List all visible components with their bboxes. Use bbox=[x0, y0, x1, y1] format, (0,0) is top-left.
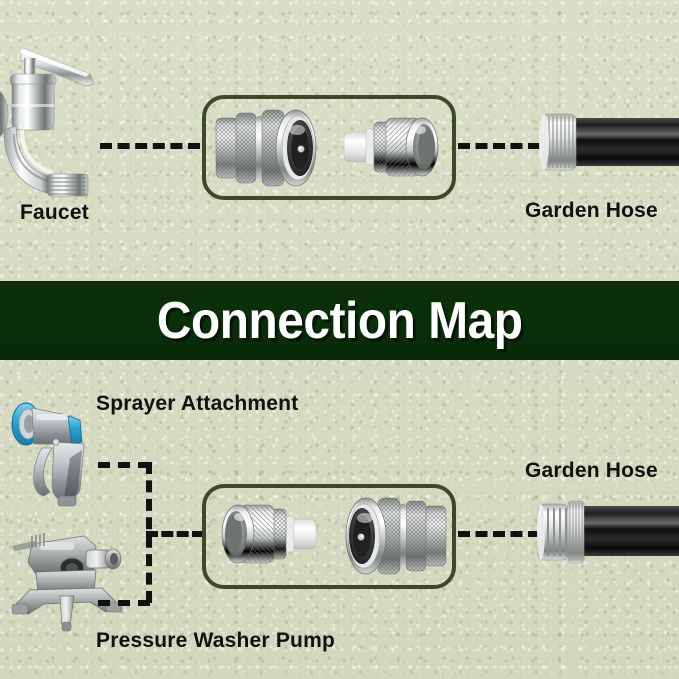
dash-sprayer-branch bbox=[98, 462, 150, 468]
garden-hose-bottom bbox=[534, 498, 679, 566]
dash-bottom-box-to-hose bbox=[458, 531, 540, 537]
garden-hose-top bbox=[534, 112, 679, 174]
dash-top-box-to-hose bbox=[458, 143, 540, 149]
dash-pump-branch bbox=[98, 600, 150, 606]
label-faucet: Faucet bbox=[20, 201, 89, 224]
banner-title: Connection Map bbox=[156, 291, 523, 350]
quick-connect-female-coupler-bottom bbox=[332, 492, 448, 580]
sprayer-attachment-illustration bbox=[6, 398, 112, 510]
pressure-washer-pump-illustration bbox=[10, 522, 136, 632]
top-coupler-highlight-box bbox=[202, 95, 456, 200]
label-pressure-washer-pump: Pressure Washer Pump bbox=[96, 629, 335, 652]
faucet-illustration bbox=[0, 26, 116, 201]
quick-connect-male-plug-top bbox=[344, 110, 448, 186]
quick-connect-female-coupler-top bbox=[214, 104, 330, 192]
label-garden-hose-bottom: Garden Hose bbox=[525, 459, 658, 482]
connection-map-banner: Connection Map bbox=[0, 281, 679, 360]
bottom-coupler-highlight-box bbox=[202, 484, 456, 589]
label-sprayer-attachment: Sprayer Attachment bbox=[96, 392, 299, 415]
label-garden-hose-top: Garden Hose bbox=[525, 199, 658, 222]
dash-trunk-to-box bbox=[146, 531, 204, 537]
quick-connect-male-plug-bottom bbox=[212, 497, 316, 573]
dash-faucet-to-box bbox=[100, 143, 200, 149]
